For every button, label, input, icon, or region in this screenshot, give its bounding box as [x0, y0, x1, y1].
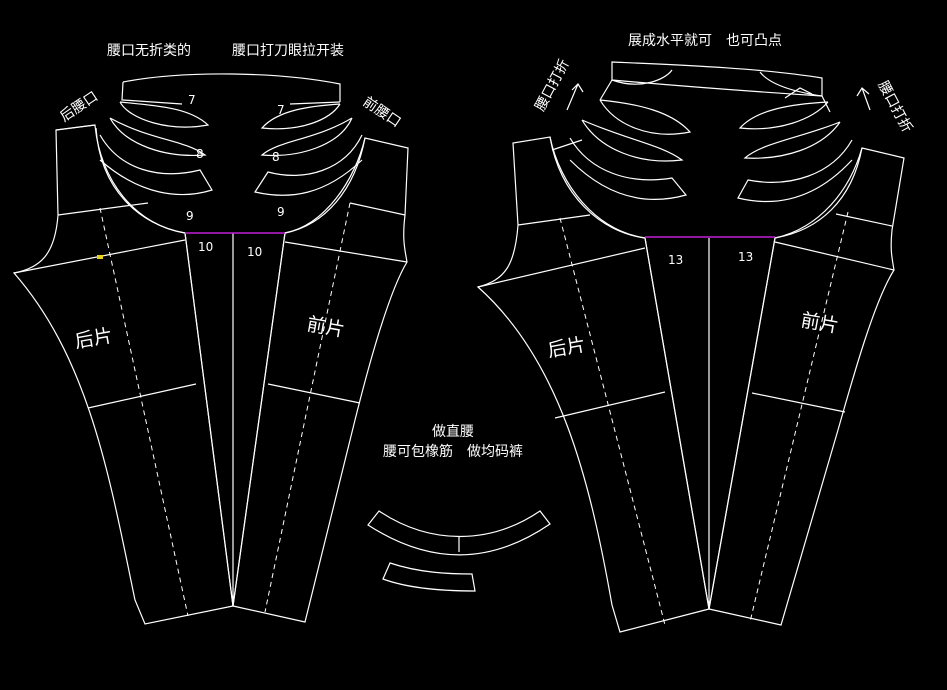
right-front-inner-seam	[708, 237, 776, 610]
right-back-hip-line	[517, 214, 591, 226]
right-front-hip-line	[835, 213, 893, 227]
left-front-piece-outline	[232, 137, 409, 623]
left-front-grain-line	[264, 202, 351, 613]
left-back-fold-3: 9	[186, 209, 194, 223]
left-back-grain-line	[99, 207, 189, 617]
right-front-knee-line	[751, 392, 846, 413]
left-top-note-2: 腰口打刀眼拉开装	[232, 42, 344, 59]
right-back-knee-line	[554, 391, 666, 419]
left-front-fold-curves	[254, 101, 366, 234]
right-left-fold-label: 腰口打折	[532, 56, 573, 113]
left-back-fold-2: 8	[196, 147, 204, 161]
right-pattern	[476, 61, 905, 633]
right-waist-top	[611, 61, 823, 97]
left-back-waist-label: 后腰口	[57, 89, 101, 126]
curved-waistband	[367, 510, 551, 556]
left-back-hip-line	[57, 202, 149, 216]
center-note-line-1: 做直腰	[432, 423, 474, 440]
right-back-crotch-line	[477, 247, 646, 288]
left-back-knee-line	[87, 383, 197, 409]
left-front-fold-4: 10	[247, 245, 262, 259]
right-front-piece-label: 前片	[799, 309, 840, 337]
left-back-waist-tab	[55, 124, 96, 131]
left-notch-marker	[97, 255, 103, 259]
left-pattern	[12, 73, 409, 625]
right-back-grain-line	[559, 217, 666, 626]
left-front-fold-1: 7	[277, 103, 285, 117]
left-front-knee-line	[267, 383, 361, 404]
right-back-piece-outline	[476, 136, 710, 633]
right-front-piece-outline	[708, 147, 905, 626]
right-back-fold-curves	[549, 69, 692, 239]
right-back-inner-seam	[644, 237, 710, 610]
right-back-piece-label: 后片	[546, 334, 587, 362]
left-back-inner-seam	[184, 232, 234, 607]
center-note-line-2: 腰可包橡筋 做均码裤	[383, 443, 523, 460]
right-left-fold-arrow	[566, 83, 584, 111]
left-top-note-1: 腰口无折类的	[107, 43, 191, 59]
left-back-fold-4: 10	[198, 240, 213, 254]
left-back-fold-1: 7	[188, 93, 196, 107]
left-front-crotch-line	[284, 241, 408, 263]
left-front-hip-line	[349, 202, 406, 216]
left-front-fold-2: 8	[272, 150, 280, 164]
right-right-fold-label: 腰口打折	[874, 78, 915, 135]
waistband-pieces	[367, 510, 551, 592]
right-front-fold-curves	[737, 71, 863, 239]
left-front-piece-label: 前片	[305, 313, 346, 341]
right-front-crotch-line	[774, 241, 895, 271]
straight-waistband	[382, 562, 476, 592]
left-front-waist-label: 前腰口	[360, 93, 404, 131]
right-front-grain-line	[749, 211, 849, 623]
right-top-note: 展成水平就可 也可凸点	[628, 33, 782, 49]
left-back-piece-label: 后片	[73, 325, 114, 353]
left-back-waist-top	[122, 73, 341, 102]
right-right-fold-arrow	[856, 87, 871, 111]
right-front-measure: 13	[738, 250, 753, 264]
left-front-fold-3: 9	[277, 205, 285, 219]
right-back-measure: 13	[668, 253, 683, 267]
left-back-fold-curves	[95, 81, 213, 234]
left-front-inner-seam	[232, 232, 286, 607]
